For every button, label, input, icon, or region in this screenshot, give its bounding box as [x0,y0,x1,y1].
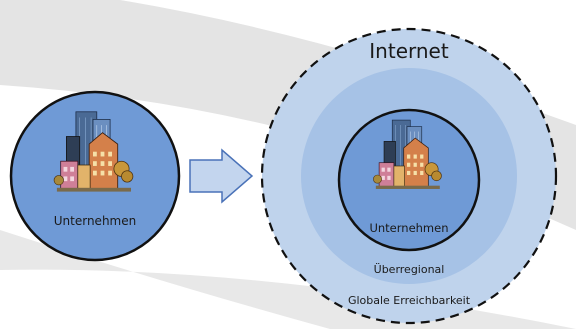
right-arrow-icon [189,148,254,204]
internet-title: Internet [369,39,449,63]
global-label: Globale Erreichbarkeit [348,294,471,307]
internet-diagram: Internet Unternehmen Überregional Global… [260,27,558,325]
regional-label: Überregional [374,263,445,276]
company-label-inner: Unternehmen [369,221,448,235]
company-node-left: Unternehmen [9,90,181,262]
company-label-left: Unternehmen [54,214,136,228]
